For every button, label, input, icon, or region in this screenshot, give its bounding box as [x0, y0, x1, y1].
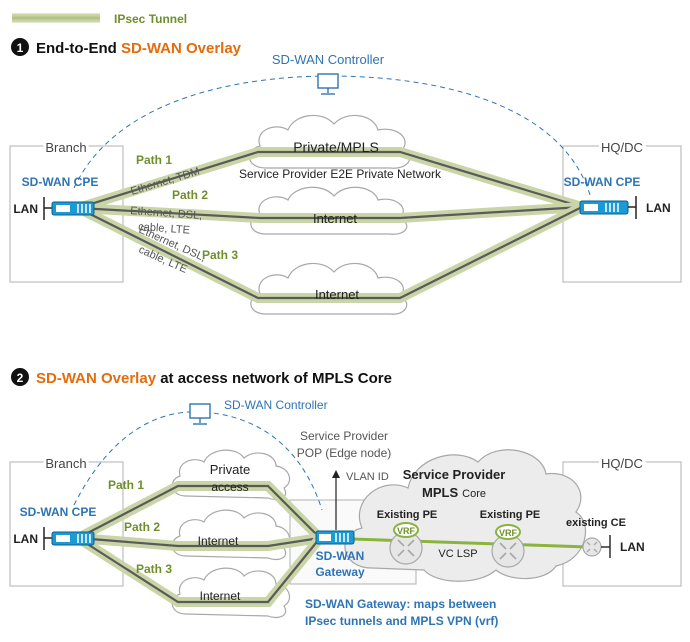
sp-e2e-network-label: Service Provider E2E Private Network	[239, 167, 442, 181]
path-1-tunnel	[73, 147, 587, 213]
controller-label-2: SD-WAN Controller	[224, 398, 328, 412]
branch-label-2: Branch	[45, 456, 86, 471]
controller-icon	[317, 73, 339, 95]
pe-2-router-icon	[491, 534, 525, 568]
private-access-label-a: Private	[210, 462, 250, 477]
controller-icon-2	[189, 403, 211, 425]
hq-label: HQ/DC	[601, 140, 643, 155]
ce-router-icon	[582, 535, 611, 558]
sp-pop-label-a: Service Provider	[300, 429, 388, 443]
branch-lan-label: LAN	[13, 202, 38, 216]
internet-label-2: Internet	[315, 287, 359, 302]
section-2-number-badge	[11, 368, 29, 386]
branch-cpe-device	[43, 197, 95, 220]
path-1-tunnel-2	[73, 481, 325, 543]
hq-lan-label: LAN	[646, 201, 671, 215]
legend: IPsec Tunnel	[12, 12, 187, 26]
branch-label: Branch	[45, 140, 86, 155]
branch-cpe-device-2	[43, 527, 95, 550]
vlan-id-label: VLAN ID	[346, 471, 389, 483]
path-2-media-label-a: Ethernet, DSL,	[130, 205, 203, 222]
section-1-number-badge	[11, 38, 29, 56]
path-3-label-2: Path 3	[136, 562, 172, 576]
vc-lsp-label: VC LSP	[438, 548, 477, 560]
private-mpls-label: Private/MPLS	[293, 139, 379, 155]
mpls-core-label-a: Service Provider	[403, 467, 506, 482]
vlan-arrowhead	[332, 470, 340, 478]
pe-1-router-icon	[389, 531, 423, 565]
branch-cpe-label-2: SD-WAN CPE	[20, 505, 97, 519]
private-access-label-b: access	[211, 480, 248, 494]
path-2-label: Path 2	[172, 188, 208, 202]
vrf-1-label: VRF	[397, 526, 416, 536]
section-2-number: 2	[17, 371, 24, 385]
gateway-label-b: Gateway	[315, 565, 365, 579]
legend-label: IPsec Tunnel	[114, 12, 187, 26]
section-1-title: End-to-End SD-WAN Overlay	[36, 40, 242, 57]
branch-lan-label-2: LAN	[13, 532, 38, 546]
sd-wan-gateway-device	[315, 530, 355, 545]
gateway-label-a: SD-WAN	[316, 549, 365, 563]
hq-cpe-label: SD-WAN CPE	[564, 175, 641, 189]
existing-ce-label: existing CE	[566, 517, 626, 529]
path-2-tunnel-2	[73, 533, 325, 551]
hq-label-2: HQ/DC	[601, 456, 643, 471]
path-2-tunnel	[73, 202, 587, 223]
hq-cpe-device	[579, 196, 637, 219]
internet-label-4: Internet	[200, 589, 241, 603]
branch-cpe-label: SD-WAN CPE	[22, 175, 99, 189]
path-3-tunnel-2	[73, 533, 325, 607]
section-1-number: 1	[17, 41, 24, 55]
vrf-2-label: VRF	[499, 528, 518, 538]
path-3-label: Path 3	[202, 248, 238, 262]
pe-1-label: Existing PE	[377, 509, 438, 521]
sp-pop-label-b: POP (Edge node)	[297, 446, 392, 460]
path-3-tunnel	[73, 202, 587, 303]
pe-2-label: Existing PE	[480, 509, 541, 521]
controller-link	[73, 75, 591, 196]
gateway-note-b: IPsec tunnels and MPLS VPN (vrf)	[305, 614, 498, 628]
hq-lan-label-2: LAN	[620, 540, 645, 554]
internet-label-1: Internet	[313, 211, 357, 226]
path-1-label: Path 1	[136, 153, 172, 167]
vrf-2-badge: VRF	[495, 524, 521, 540]
path-2-media-label-b: cable, LTE	[138, 221, 190, 237]
section-1: 1 End-to-End SD-WAN Overlay Branch HQ/DC…	[9, 38, 682, 315]
gateway-note-a: SD-WAN Gateway: maps between	[305, 597, 496, 611]
path-1-label-2: Path 1	[108, 478, 144, 492]
vrf-1-badge: VRF	[393, 522, 419, 538]
internet-label-3: Internet	[198, 534, 239, 548]
path-2-label-2: Path 2	[124, 520, 160, 534]
section-2: 2 SD-WAN Overlay at access network of MP…	[9, 368, 682, 628]
controller-label: SD-WAN Controller	[272, 52, 385, 67]
section-2-title: SD-WAN Overlay at access network of MPLS…	[36, 370, 392, 387]
